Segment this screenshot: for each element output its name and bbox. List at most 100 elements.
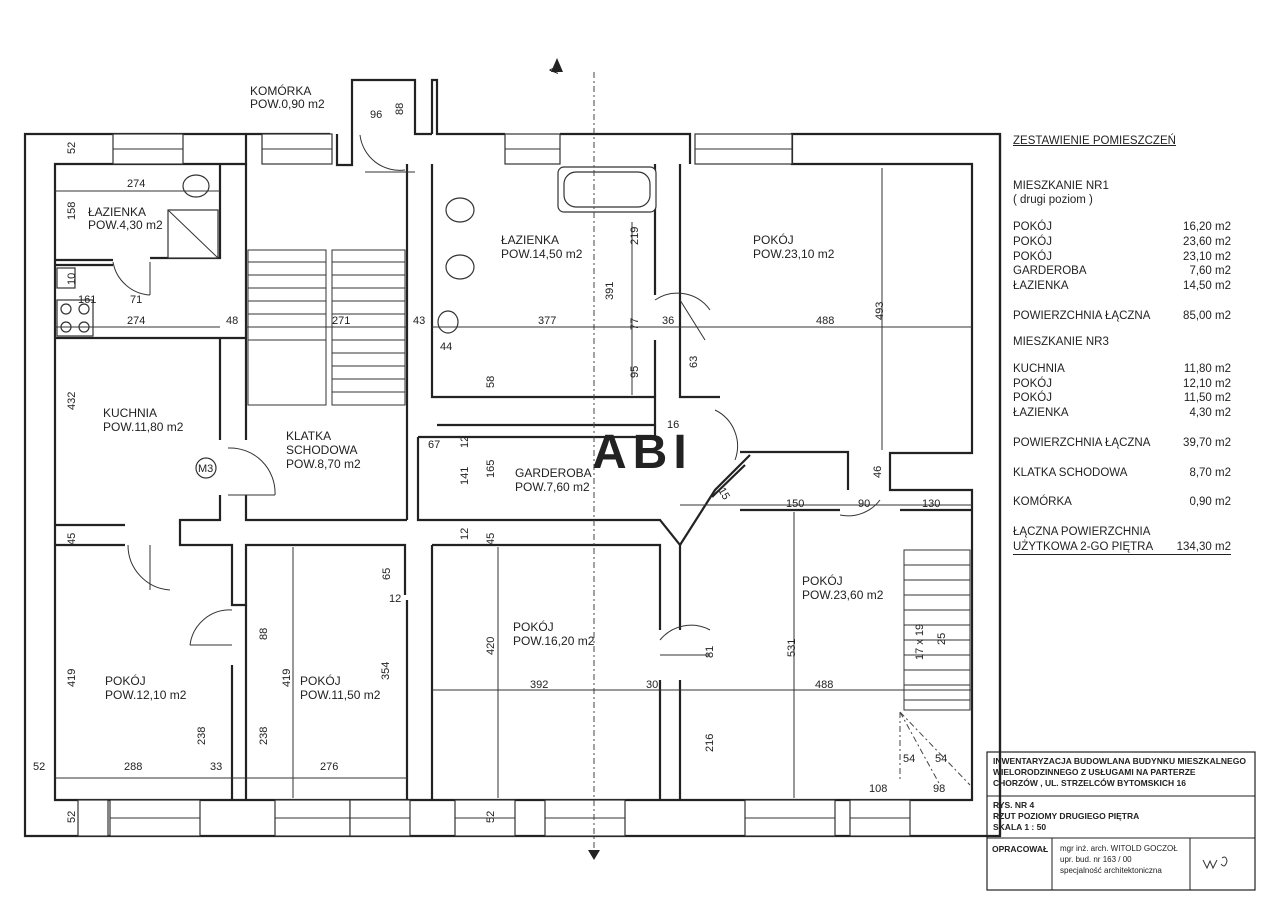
dim-label: 141	[459, 467, 471, 485]
room-labels: KOMÓRKA POW.0,90 m2 ŁAZIENKA POW.4,30 m2…	[88, 83, 884, 702]
room-pokoj-1210-area: POW.12,10 m2	[105, 688, 187, 702]
dim-label: 36	[662, 315, 674, 327]
dim-label: 10	[66, 273, 78, 285]
dim-label: 531	[786, 639, 798, 657]
dim-label: 432	[66, 392, 78, 410]
meter-marker	[195, 457, 217, 479]
room-pokoj-1150-name: POKÓJ	[300, 673, 341, 688]
room-pokoj-2360-area: POW.23,60 m2	[802, 588, 884, 602]
tb-license: upr. bud. nr 163 / 00	[1060, 855, 1132, 864]
room-pokoj-1620-area: POW.16,20 m2	[513, 634, 595, 648]
washbasin-icon	[437, 310, 459, 334]
dimension-labels-h: 274 161 71 274 48 271 43 377 36 488 96 4…	[33, 109, 947, 795]
dim-label: 81	[704, 646, 716, 658]
dim-label: 54	[935, 753, 947, 765]
windows	[77, 133, 911, 837]
tb-rys-title: RZUT POZIOMY DRUGIEGO PIĘTRA	[993, 811, 1139, 821]
tb-desc-3: CHORZÓW , UL. STRZELCÓW BYTOMSKICH 16	[993, 777, 1186, 788]
room-pokoj-2310-name: POKÓJ	[753, 232, 794, 247]
watermark: ABI	[592, 426, 693, 479]
dim-label: 219	[629, 227, 641, 245]
interior-walls	[55, 164, 972, 800]
tb-desc-1: INWENTARYZACJA BUDOWLANA BUDYNKU MIESZKA…	[993, 756, 1246, 766]
dimension-lines	[55, 168, 972, 798]
room-lazienka-big-area: POW.14,50 m2	[501, 247, 583, 261]
stair-width-label: 25	[936, 633, 948, 645]
tb-author: mgr inż. arch. WITOLD GOCZOŁ	[1060, 844, 1178, 853]
dim-label: 88	[258, 628, 270, 640]
room-lazienka-small-area: POW.4,30 m2	[88, 218, 163, 232]
dim-label: 274	[127, 315, 145, 327]
dim-label: 45	[485, 533, 497, 545]
dim-label: 271	[332, 315, 350, 327]
room-pokoj-2310-area: POW.23,10 m2	[753, 247, 835, 261]
dim-label: 216	[704, 734, 716, 752]
dim-label: 354	[380, 662, 392, 680]
dim-label: 43	[413, 315, 425, 327]
room-pokoj-1150-area: POW.11,50 m2	[300, 688, 381, 702]
grand-label-1: ŁĄCZNA POWIERZCHNIA	[1013, 525, 1151, 538]
dim-label: 161	[78, 294, 96, 306]
dim-label: 15	[715, 486, 732, 503]
dim-label: 90	[858, 498, 870, 510]
fixtures	[56, 166, 657, 337]
section-line-a: A	[547, 58, 600, 860]
dim-label: 419	[66, 669, 78, 687]
tb-desc-2: WIELORODZINNEGO Z USŁUGAMI NA PARTERZE	[993, 767, 1196, 777]
dim-label: 98	[933, 783, 945, 795]
toilet-icon-2	[445, 197, 475, 223]
dim-label: 77	[629, 318, 641, 330]
dim-label: 392	[530, 679, 548, 691]
dim-label: 95	[629, 366, 641, 378]
m1-title: MIESZKANIE NR1	[1013, 179, 1109, 192]
dim-label: 33	[210, 761, 222, 773]
outer-walls	[23, 78, 1002, 838]
room-kuchnia-area: POW.11,80 m2	[103, 420, 184, 434]
dim-label: 44	[440, 341, 452, 353]
tb-opracowal: OPRACOWAŁ	[992, 844, 1048, 854]
dim-label: 12	[459, 528, 471, 540]
dimension-labels-v: 52 158 10 88 219 391 77 493 58 95 63 432…	[66, 103, 886, 823]
room-lazienka-small-name: ŁAZIENKA	[88, 205, 146, 219]
dim-label: 48	[226, 315, 238, 327]
dim-label: 130	[922, 498, 940, 510]
dim-label: 274	[127, 178, 145, 190]
dim-label: 65	[381, 568, 393, 580]
room-pokoj-2360-name: POKÓJ	[802, 573, 843, 588]
dim-label: 46	[872, 466, 884, 478]
room-klatka-area: POW.8,70 m2	[286, 457, 361, 471]
room-komorka-area: POW.0,90 m2	[250, 97, 325, 111]
dim-label: 45	[66, 533, 78, 545]
summary-title: ZESTAWIENIE POMIESZCZEŃ	[1013, 135, 1176, 147]
staircase-right	[899, 549, 971, 786]
room-klatka-name-2: SCHODOWA	[286, 443, 358, 457]
room-klatka-name-1: KLATKA	[286, 429, 331, 443]
dim-label: 391	[604, 282, 616, 300]
section-label: A	[547, 66, 561, 74]
dim-label: 419	[281, 669, 293, 687]
room-pokoj-1210-name: POKÓJ	[105, 673, 146, 688]
dim-label: 108	[869, 783, 887, 795]
dim-label: 12	[459, 436, 471, 448]
dim-label: 96	[370, 109, 382, 121]
dim-label: 276	[320, 761, 338, 773]
room-komorka-name: KOMÓRKA	[250, 83, 311, 98]
dim-label: 52	[485, 811, 497, 823]
dim-label: 238	[196, 727, 208, 745]
doors	[112, 134, 881, 656]
tb-scale: SKALA 1 : 50	[993, 822, 1046, 832]
dim-label: 488	[816, 315, 834, 327]
room-garderoba-name: GARDEROBA	[515, 466, 592, 480]
